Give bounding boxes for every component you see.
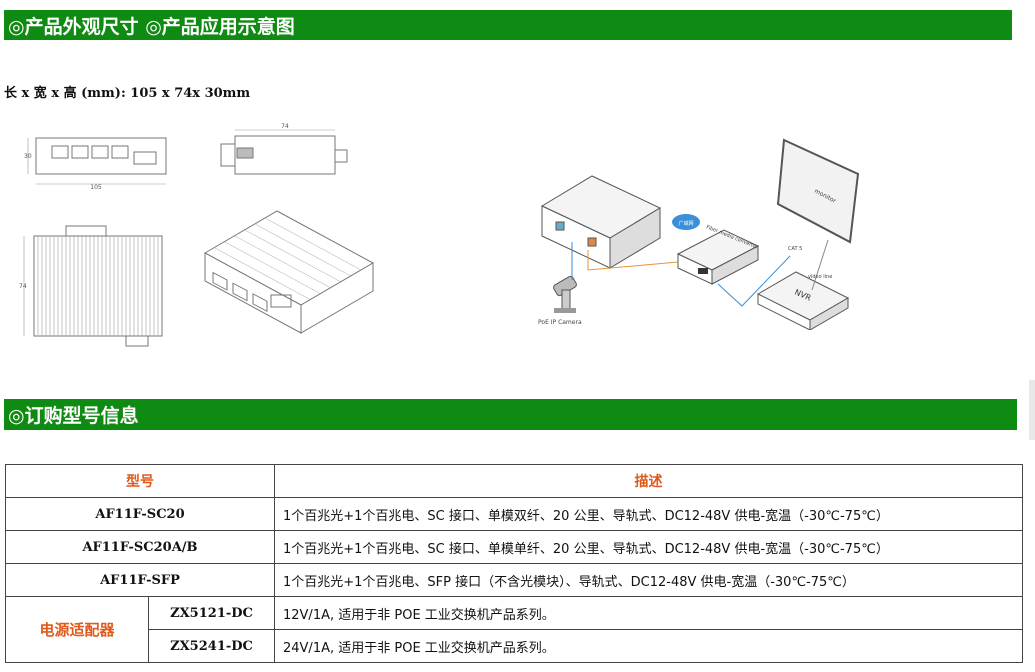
- table-row: AF11F-SC20A/B 1个百兆光+1个百兆电、SC 接口、单模单纤、20 …: [5, 530, 1023, 564]
- desc-cell: 24V/1A, 适用于非 POE 工业交换机产品系列。: [274, 629, 1023, 663]
- header-desc: 描述: [274, 464, 1023, 498]
- desc-cell: 1个百兆光+1个百兆电、SC 接口、单模单纤、20 公里、导轨式、DC12-48…: [274, 530, 1023, 564]
- dimensions-text: 长 x 宽 x 高 (mm): 105 x 74x 30mm: [4, 86, 251, 101]
- section-title: ◎产品外观尺寸 ◎产品应用示意图: [8, 15, 295, 38]
- model-cell: ZX5121-DC: [148, 596, 275, 630]
- model-cell: ZX5241-DC: [148, 629, 275, 663]
- monitor-icon: monitor: [776, 138, 860, 244]
- table-row: AF11F-SC20 1个百兆光+1个百兆电、SC 接口、单模双纤、20 公里、…: [5, 497, 1023, 531]
- switch-device-icon: [540, 175, 662, 269]
- section-title: ◎订购型号信息: [8, 405, 139, 427]
- table-row: ZX5241-DC 24V/1A, 适用于非 POE 工业交换机产品系列。: [6, 629, 1023, 663]
- desc-cell: 12V/1A, 适用于非 POE 工业交换机产品系列。: [274, 596, 1023, 630]
- side-view-drawing: 74: [215, 120, 355, 180]
- table-row: AF11F-SFP 1个百兆光+1个百兆电、SFP 接口（不含光模块）、导轨式、…: [5, 563, 1023, 597]
- application-diagram: 广域网 Fiber media converter PoE IP Camera …: [528, 130, 868, 330]
- cloud-label: 广域网: [678, 220, 693, 227]
- model-cell: AF11F-SC20A/B: [5, 530, 275, 564]
- cloud-icon: 广域网: [672, 214, 700, 230]
- desc-cell: 1个百兆光+1个百兆电、SC 接口、单模双纤、20 公里、导轨式、DC12-48…: [274, 497, 1023, 531]
- media-converter-icon: Fiber media converter: [676, 224, 759, 285]
- section-header-dimensions: ◎产品外观尺寸 ◎产品应用示意图: [4, 10, 1012, 40]
- front-view-drawing: 105 30: [22, 130, 172, 190]
- front-width-label: 105: [90, 184, 102, 190]
- cable-label: CAT 5: [788, 246, 802, 252]
- side-width-label: 74: [281, 123, 289, 130]
- model-cell: AF11F-SFP: [5, 563, 275, 597]
- ip-camera-icon: PoE IP Camera: [538, 275, 582, 326]
- nvr-icon: NVR: [756, 271, 850, 330]
- camera-label: PoE IP Camera: [538, 319, 582, 326]
- model-cell: AF11F-SC20: [5, 497, 275, 531]
- front-height-label: 30: [24, 153, 32, 160]
- video-line-label: video line: [808, 274, 832, 280]
- section-header-ordering: ◎订购型号信息: [4, 399, 1017, 430]
- table-row: 电源适配器 ZX5121-DC 12V/1A, 适用于非 POE 工业交换机产品…: [5, 596, 1023, 663]
- top-view-drawing: 74: [18, 220, 178, 350]
- ordering-table: 型号 描述 AF11F-SC20 1个百兆光+1个百兆电、SC 接口、单模双纤、…: [5, 464, 1023, 663]
- desc-cell: 1个百兆光+1个百兆电、SFP 接口（不含光模块）、导轨式、DC12-48V 供…: [274, 563, 1023, 597]
- psu-label-cell: 电源适配器: [5, 596, 149, 663]
- top-depth-label: 74: [19, 283, 27, 290]
- page-edge: [1029, 380, 1035, 440]
- table-header-row: 型号 描述: [5, 464, 1023, 498]
- header-model: 型号: [5, 464, 275, 498]
- isometric-drawing: [195, 205, 380, 345]
